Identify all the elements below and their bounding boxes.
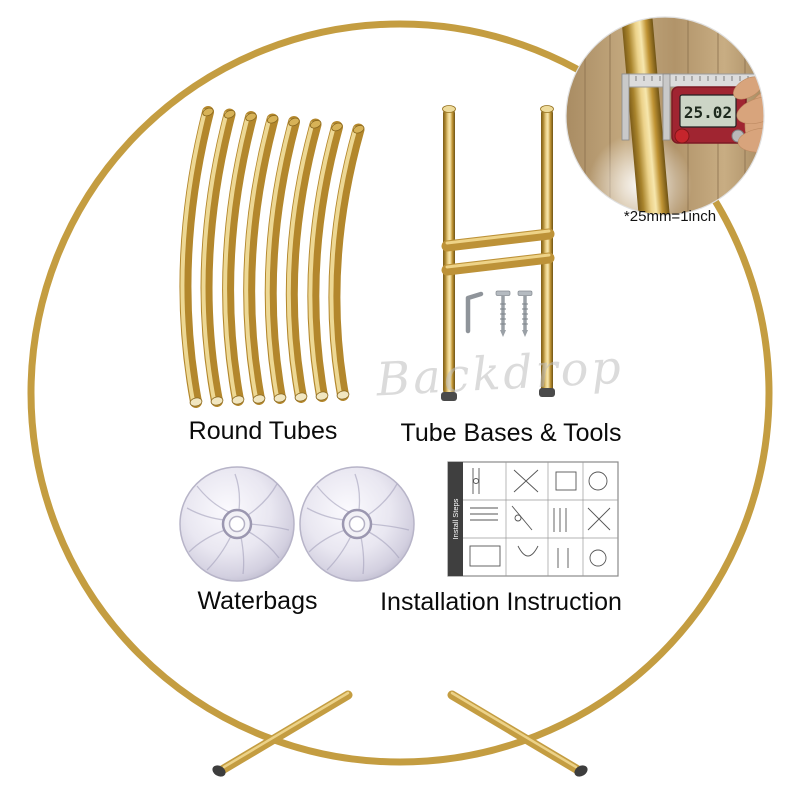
pole-foot-right (539, 388, 555, 397)
allen-wrench (465, 291, 484, 334)
tools (465, 290, 533, 337)
gold-tube-sample (620, 17, 671, 215)
sheet-diagrams (469, 468, 611, 568)
ring-circle (27, 20, 773, 766)
pole-foot-left (441, 392, 457, 401)
screw-1 (495, 290, 511, 337)
sheet-side-strip (448, 462, 463, 576)
sheet-paper (447, 461, 619, 577)
installation-instruction-label: Installation Instruction (380, 588, 622, 616)
pole-top-cap-left (442, 105, 456, 113)
golden-ring-stand (27, 20, 773, 777)
tube-bases-tools-label: Tube Bases & Tools (400, 419, 622, 447)
caliper-jaw-right (662, 73, 671, 141)
caliper-inset: 25.02 (565, 16, 765, 216)
crossbar-top-highlight (445, 229, 551, 245)
stand-leg-left (217, 690, 353, 775)
unit-note: *25mm=1inch (623, 208, 717, 225)
tube-base-left-pole (443, 108, 455, 395)
leg-foot-left (212, 765, 226, 777)
stand-leg-right (447, 690, 583, 775)
inset-border (565, 16, 765, 216)
crossbar-bottom (441, 252, 555, 276)
tube-base (441, 105, 555, 401)
tube-end-caps (189, 390, 350, 407)
leg-foot-right (574, 765, 588, 777)
tube-top-caps (202, 107, 365, 134)
tube-base-right-pole (541, 108, 553, 395)
install-steps-label: Install Steps (451, 498, 460, 539)
sheet-grid (463, 462, 618, 576)
caliper-display (679, 94, 737, 128)
waterbag-right (298, 465, 416, 583)
caliper-dial (674, 128, 690, 144)
round-tubes-bundle (179, 106, 365, 408)
screw-2 (517, 290, 533, 337)
leg-left-highlight (222, 691, 350, 769)
round-tubes-label: Round Tubes (188, 417, 338, 445)
crossbar-bottom-highlight (445, 253, 551, 269)
waterbag-left (178, 465, 296, 583)
caliper-jaw-left (621, 73, 630, 141)
leg-right-highlight (450, 691, 578, 769)
instruction-sheet: Install Steps (447, 461, 619, 577)
waterbags-label: Waterbags (197, 587, 318, 615)
pole-top-cap-right (540, 105, 554, 113)
caliper-reading: 25.02 (684, 103, 732, 122)
crossbar-top (441, 228, 555, 252)
